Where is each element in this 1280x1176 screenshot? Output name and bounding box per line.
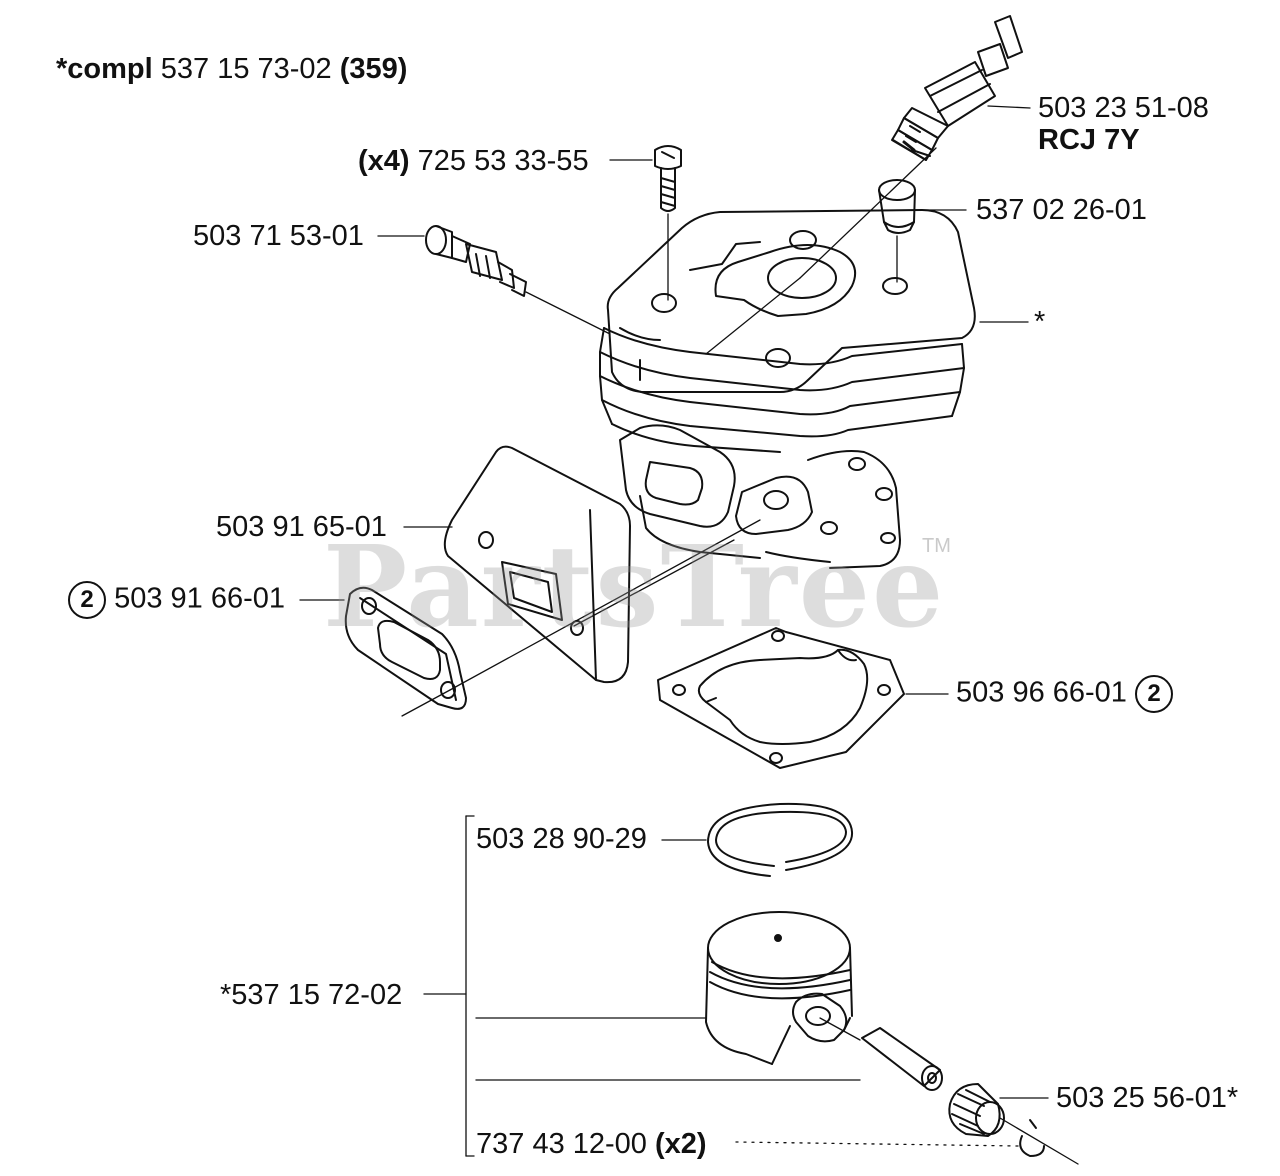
gasket-plate bbox=[443, 445, 631, 684]
assembly-ref: (359) bbox=[339, 53, 408, 85]
quantity-circle: 2 bbox=[1135, 675, 1173, 713]
base-gasket-part-number: 503 96 66-01 bbox=[956, 676, 1127, 709]
spark-plug-part-number: 503 23 51-08 bbox=[1038, 92, 1209, 124]
cylinder bbox=[599, 209, 976, 569]
trademark-mark: TM bbox=[922, 535, 951, 557]
spark-plug-type: RCJ 7Y bbox=[1038, 124, 1140, 156]
leader-lines bbox=[299, 105, 1079, 1165]
decompression-valve bbox=[425, 225, 527, 297]
circlip bbox=[1019, 1119, 1045, 1157]
flange-gasket-part-number: 503 91 66-01 bbox=[114, 582, 285, 615]
piston bbox=[705, 911, 853, 1065]
assembly-number: 537 15 73-02 bbox=[160, 53, 332, 85]
assembly-title: *compl 537 15 73-02 (359) bbox=[56, 55, 407, 84]
piston-ring-part-number: 503 28 90-29 bbox=[476, 823, 647, 855]
flange-gasket bbox=[344, 586, 467, 710]
piston-pin bbox=[861, 1027, 943, 1091]
spark-plug bbox=[891, 15, 1023, 161]
valve-part-number: 503 71 53-01 bbox=[193, 220, 364, 252]
screw-part-number: 725 53 33-55 bbox=[417, 145, 589, 177]
watermark: PartsTree bbox=[323, 522, 946, 653]
base-gasket-label: 503 96 66-01 2 bbox=[956, 675, 1173, 713]
assembly-prefix: *compl bbox=[56, 53, 153, 85]
circlip-label: 737 43 12-00 (x2) bbox=[476, 1130, 707, 1159]
needle-bearing-part-number: 503 25 56-01* bbox=[1056, 1082, 1239, 1114]
cylinder-marker: * bbox=[1034, 306, 1046, 338]
base-gasket bbox=[657, 627, 905, 769]
cylinder-screw bbox=[654, 145, 682, 212]
cap-part-number: 537 02 26-01 bbox=[976, 194, 1147, 226]
screw-label: (x4) 725 53 33-55 bbox=[358, 147, 589, 176]
circlip-part-number: 737 43 12-00 bbox=[476, 1128, 647, 1160]
piston-kit-part-number: *537 15 72-02 bbox=[220, 979, 403, 1011]
screw-qty: (x4) bbox=[358, 145, 410, 177]
quantity-circle: 2 bbox=[68, 581, 106, 619]
piston-ring bbox=[707, 802, 854, 877]
flange-gasket-label: 2 503 91 66-01 bbox=[68, 581, 285, 619]
needle-bearing bbox=[948, 1083, 1005, 1137]
gasket-plate-part-number: 503 91 65-01 bbox=[216, 511, 387, 543]
spark-plug-cap bbox=[878, 179, 916, 234]
circlip-qty: (x2) bbox=[655, 1128, 707, 1160]
